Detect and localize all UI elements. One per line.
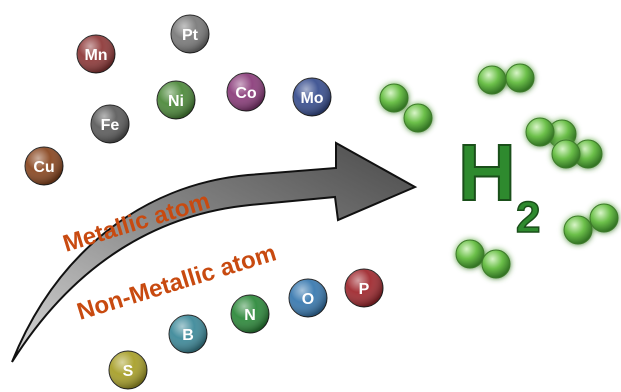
atom-shine bbox=[345, 269, 383, 307]
atom-shine bbox=[227, 73, 265, 111]
non-metallic-atom-s: S bbox=[108, 350, 148, 390]
atom-symbol: Mo bbox=[300, 90, 323, 107]
atom-symbol: P bbox=[359, 281, 370, 298]
metallic-atom-mo: Mo bbox=[292, 77, 332, 117]
h2-molecules-group bbox=[379, 63, 619, 279]
non-metallic-atom-n: N bbox=[230, 294, 270, 334]
arrow-shape bbox=[11, 141, 418, 363]
atom-symbol: Pt bbox=[182, 27, 199, 44]
hydrogen-atom-sphere bbox=[455, 239, 485, 269]
non-metallic-atom-b: B bbox=[168, 314, 208, 354]
atom-symbol: O bbox=[302, 291, 314, 308]
atom-symbol: S bbox=[123, 363, 134, 380]
atom-shine bbox=[109, 351, 147, 389]
hydrogen-atom-sphere bbox=[551, 139, 581, 169]
atom-symbol: Co bbox=[235, 85, 257, 102]
atom-shine bbox=[231, 295, 269, 333]
h2-molecule bbox=[379, 83, 433, 133]
metallic-atom-label: Metallic atom bbox=[60, 187, 213, 257]
atom-shine bbox=[171, 15, 209, 53]
metallic-atom-co: Co bbox=[226, 72, 266, 112]
atom-symbol: Mn bbox=[84, 47, 107, 64]
atom-symbol: Cu bbox=[33, 159, 54, 176]
metallic-atom-pt: Pt bbox=[170, 14, 210, 54]
h2-symbol: H bbox=[458, 128, 516, 217]
hydrogen-atom-sphere bbox=[525, 117, 555, 147]
h2-subscript: 2 bbox=[516, 193, 540, 242]
metallic-atom-ni: Ni bbox=[156, 80, 196, 120]
metallic-atom-fe: Fe bbox=[90, 104, 130, 144]
h2-molecule bbox=[477, 63, 535, 95]
metallic-atom-cu: Cu bbox=[24, 146, 64, 186]
atom-symbol: B bbox=[182, 327, 194, 344]
hydrogen-atom-sphere bbox=[403, 103, 433, 133]
atom-shine bbox=[169, 315, 207, 353]
h2-molecule bbox=[455, 239, 511, 279]
atom-symbol: N bbox=[244, 307, 256, 324]
non-metallic-atom-p: P bbox=[344, 268, 384, 308]
h2-product-label: H 2 bbox=[457, 127, 541, 243]
atom-symbol: Ni bbox=[168, 93, 184, 110]
atom-shine bbox=[25, 147, 63, 185]
atom-shine bbox=[157, 81, 195, 119]
atom-symbol: Fe bbox=[101, 117, 120, 134]
h2-molecule bbox=[525, 117, 581, 169]
atom-shine bbox=[77, 35, 115, 73]
hydrogen-atom-sphere bbox=[563, 215, 593, 245]
hydrogen-atom-sphere bbox=[477, 65, 507, 95]
non-metallic-atoms-group: S B N O P bbox=[108, 268, 384, 390]
atom-shine bbox=[293, 78, 331, 116]
atom-shine bbox=[289, 279, 327, 317]
non-metallic-atom-o: O bbox=[288, 278, 328, 318]
hydrogen-atom-sphere bbox=[481, 249, 511, 279]
metallic-atom-mn: Mn bbox=[76, 34, 116, 74]
atom-shine bbox=[91, 105, 129, 143]
hydrogen-atom-sphere bbox=[379, 83, 409, 113]
h2-molecule bbox=[563, 203, 619, 245]
hydrogen-atom-sphere bbox=[589, 203, 619, 233]
hydrogen-atom-sphere bbox=[505, 63, 535, 93]
